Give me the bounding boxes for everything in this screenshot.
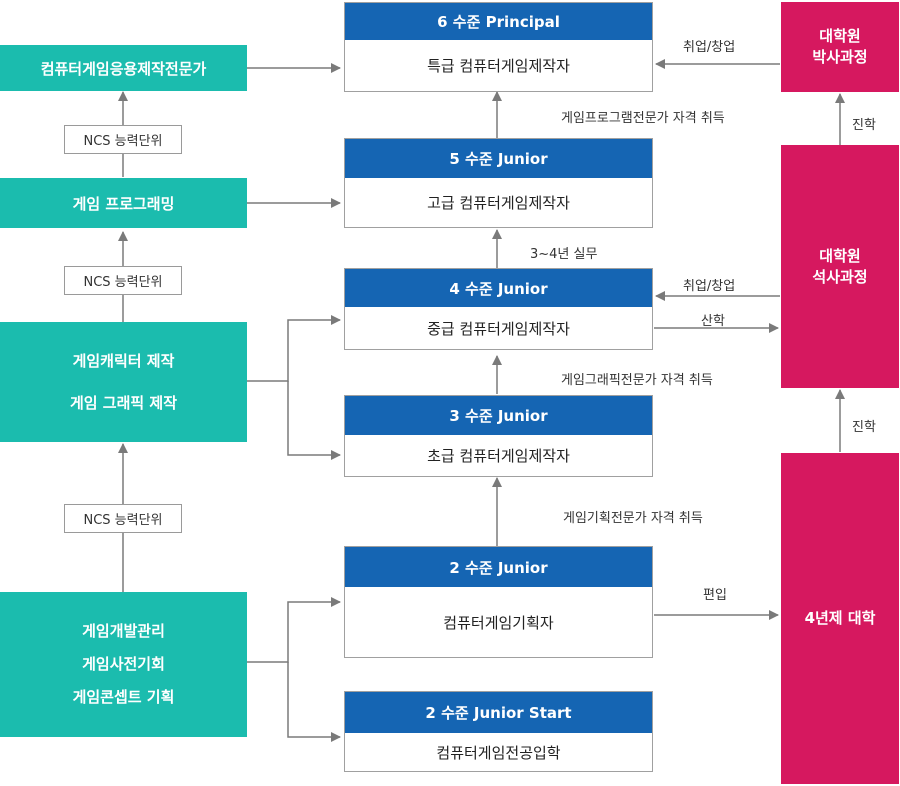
graphics-line-1: 게임캐릭터 제작 [72, 352, 175, 370]
level-5-header: 5 수준 Junior [345, 139, 652, 178]
level-4-header: 4 수준 Junior [345, 269, 652, 307]
level-start-title: 컴퓨터게임전공입학 [436, 743, 561, 762]
transition-label-to-5: 3~4년 실무 [530, 247, 598, 262]
box-university: 4년제 대학 [781, 453, 899, 784]
transfer-label: 편입 [703, 588, 727, 603]
arrow-graphics-to-level3 [287, 381, 341, 460]
level-2-header: 2 수준 Junior [345, 547, 652, 587]
level-3-title: 초급 컴퓨터게임제작자 [427, 447, 570, 465]
transition-label-to-4: 게임그래픽전문가 자격 취득 [561, 373, 713, 388]
transition-label-to-6: 게임프로그램전문가 자격 취득 [561, 111, 725, 126]
box-masters: 대학원 석사과정 [781, 145, 899, 388]
advance-label-top: 진학 [852, 118, 876, 133]
box-game-app-specialist-label: 컴퓨터게임응용제작전문가 [40, 59, 207, 78]
arrow-graphics-to-level4 [247, 315, 341, 382]
level-2-title: 컴퓨터게임기획자 [443, 613, 554, 632]
level-5-title: 고급 컴퓨터게임제작자 [427, 194, 570, 212]
box-game-app-specialist: 컴퓨터게임응용제작전문가 [0, 45, 247, 91]
planning-line-3: 게임콘셉트 기획 [72, 688, 175, 706]
planning-line-2: 게임사전기회 [82, 655, 165, 673]
level-6-header: 6 수준 Principal [345, 3, 652, 40]
graphics-line-2: 게임 그래픽 제작 [69, 394, 178, 412]
level-6-title: 특급 컴퓨터게임제작자 [427, 57, 570, 75]
level-6-box: 6 수준 Principal 특급 컴퓨터게임제작자 [344, 2, 653, 92]
advance-label-bottom: 진학 [852, 420, 876, 435]
level-4-title: 중급 컴퓨터게임제작자 [427, 319, 570, 338]
transition-label-to-3: 게임기획전문가 자격 취득 [563, 511, 703, 526]
ncs-unit-label-1: NCS 능력단위 [64, 125, 182, 154]
phd-line-1: 대학원 [819, 27, 861, 45]
level-2-box: 2 수준 Junior 컴퓨터게임기획자 [344, 546, 653, 658]
ncs-unit-label-3: NCS 능력단위 [64, 504, 182, 533]
masters-line-2: 석사과정 [812, 267, 868, 286]
box-game-planning: 게임개발관리 게임사전기회 게임콘셉트 기획 [0, 592, 247, 737]
university-label: 4년제 대학 [804, 609, 876, 627]
box-game-programming-label: 게임 프로그래밍 [72, 194, 175, 213]
ncs-unit-label-2: NCS 능력단위 [64, 266, 182, 295]
employ-label-mid: 취업/창업 [683, 279, 736, 294]
level-start-header: 2 수준 Junior Start [345, 692, 652, 733]
phd-line-2: 박사과정 [812, 48, 868, 66]
arrow-planning-to-level2 [247, 597, 341, 663]
level-4-box: 4 수준 Junior 중급 컴퓨터게임제작자 [344, 268, 653, 350]
level-5-box: 5 수준 Junior 고급 컴퓨터게임제작자 [344, 138, 653, 228]
level-3-header: 3 수준 Junior [345, 396, 652, 435]
level-3-box: 3 수준 Junior 초급 컴퓨터게임제작자 [344, 395, 653, 477]
level-start-box: 2 수준 Junior Start 컴퓨터게임전공입학 [344, 691, 653, 772]
masters-line-1: 대학원 [819, 246, 861, 265]
employ-label-top: 취업/창업 [683, 40, 736, 55]
planning-line-1: 게임개발관리 [82, 622, 165, 640]
box-phd: 대학원 박사과정 [781, 2, 899, 92]
box-game-graphics: 게임캐릭터 제작 게임 그래픽 제작 [0, 322, 247, 442]
arrow-planning-to-start [287, 662, 341, 742]
box-game-programming: 게임 프로그래밍 [0, 178, 247, 228]
industry-label: 산학 [701, 314, 725, 329]
